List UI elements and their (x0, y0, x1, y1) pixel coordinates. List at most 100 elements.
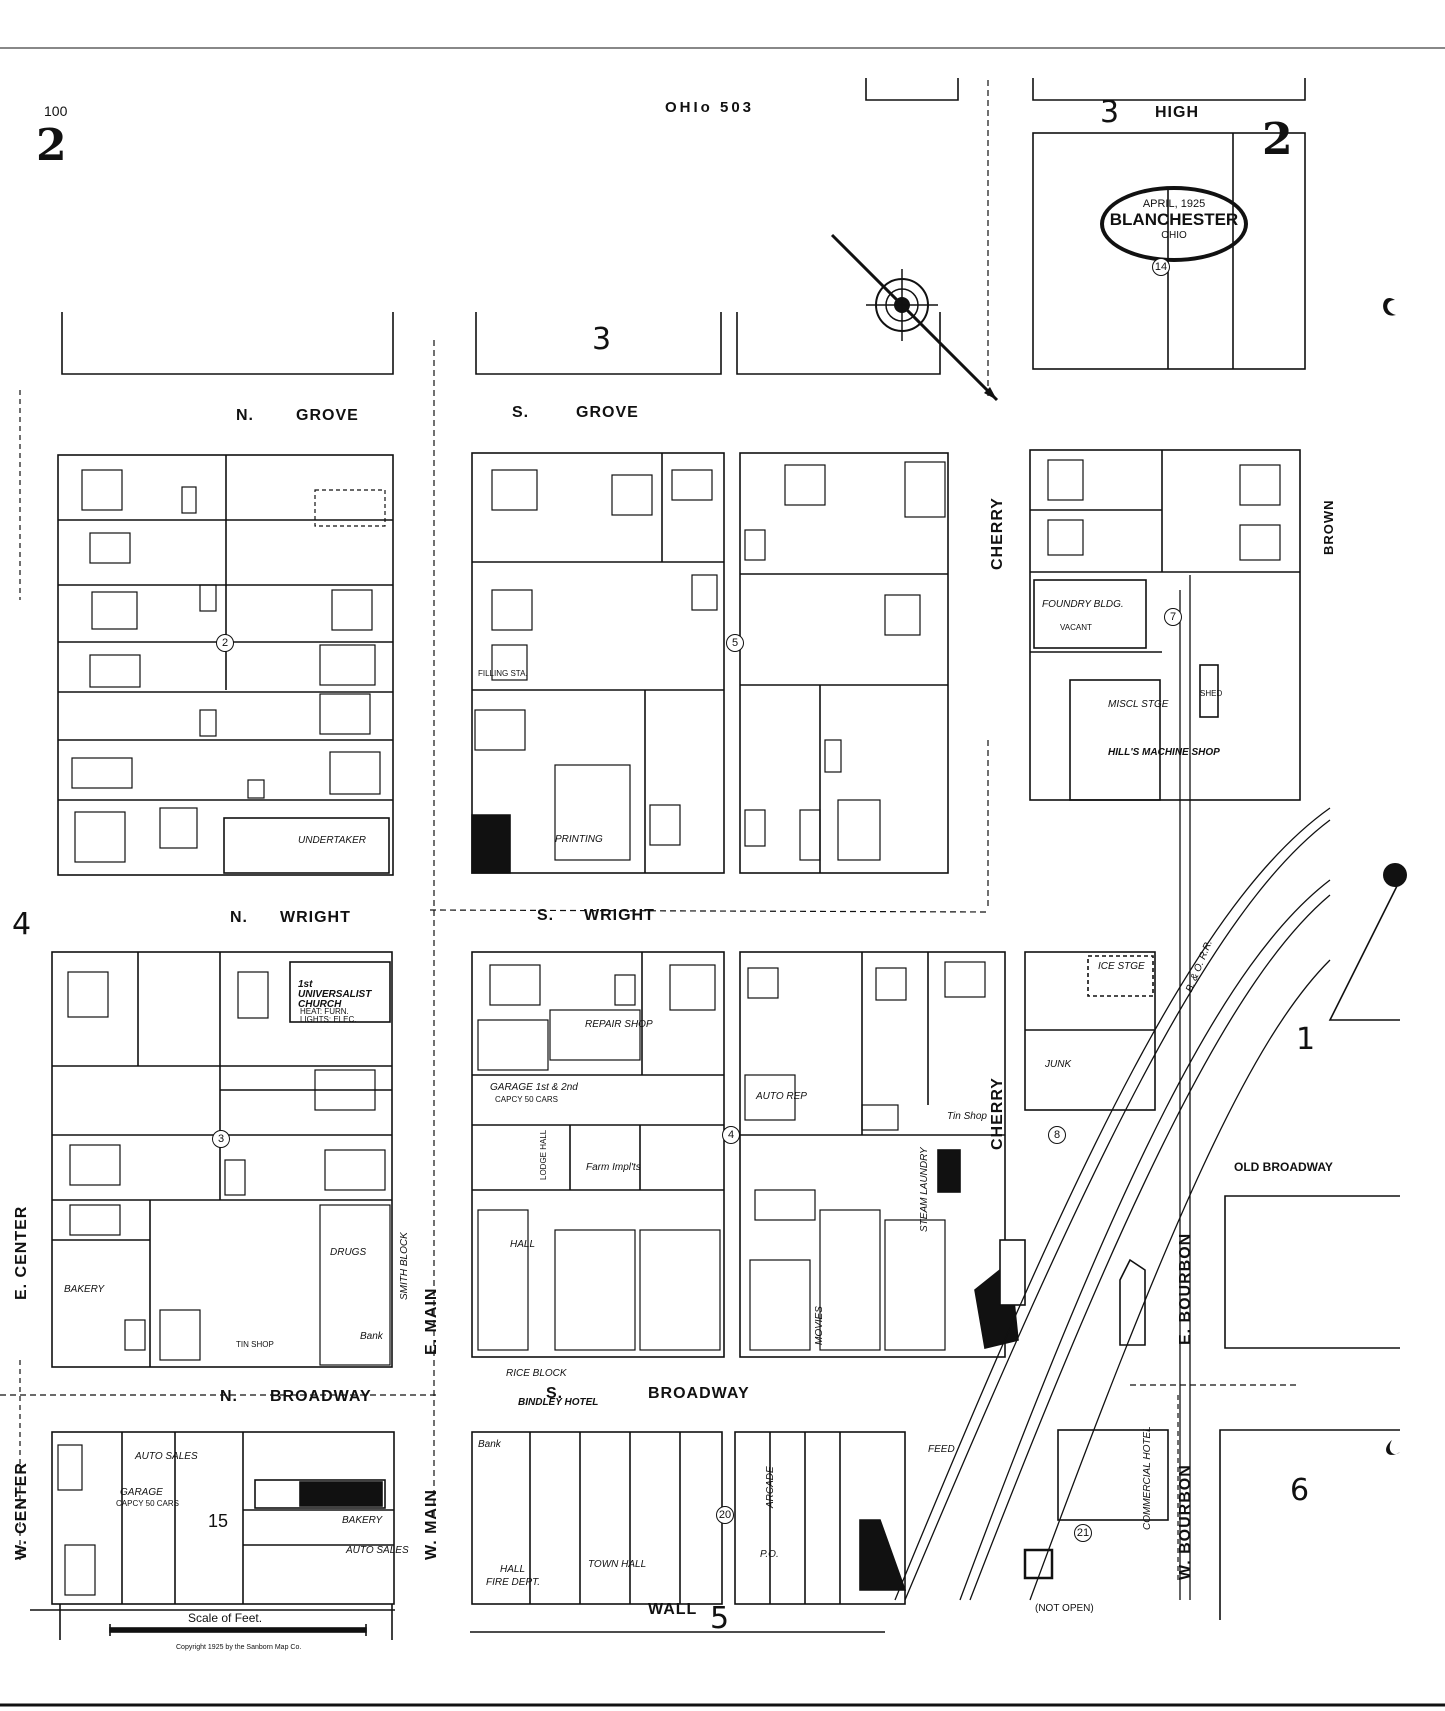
block-lower-center (734, 1431, 906, 1605)
hall-label: HALL (510, 1239, 536, 1250)
street-cherry-bottom: CHERRY (989, 1077, 1006, 1150)
auto-repair-label: AUTO REP (756, 1091, 807, 1102)
auto-sales-2-label: AUTO SALES (346, 1545, 409, 1556)
foundry-label: FOUNDRY BLDG. (1042, 599, 1124, 610)
block-number-5: 5 (710, 1601, 730, 1636)
movies-label: MOVIES (814, 1306, 825, 1345)
block-number-6: 6 (1290, 1473, 1310, 1508)
garage-2-label: GARAGE (120, 1487, 163, 1498)
bakery-2-label: BAKERY (342, 1515, 383, 1526)
street-e-center: E. CENTER (13, 1205, 30, 1300)
bakery-label: BAKERY (64, 1284, 105, 1295)
block-7 (1029, 449, 1301, 801)
street-not-open: (NOT OPEN) (1035, 1603, 1094, 1614)
copyright-note: Copyright 1925 by the Sanborn Map Co. (176, 1644, 302, 1651)
ice-storage-label: ICE STGE (1098, 961, 1145, 972)
street-n-broadway: BROADWAY (270, 1388, 372, 1405)
block-3-high (1032, 132, 1306, 370)
key-circle-7: 7 (1164, 608, 1182, 626)
street-n-grove: GROVE (296, 407, 359, 424)
steam-laundry-label: STEAM LAUNDRY (919, 1147, 930, 1232)
street-e-bourbon: E. BOURBON (1177, 1232, 1194, 1345)
key-circle-14: 14 (1152, 258, 1170, 276)
key-circle-5: 5 (726, 634, 744, 652)
key-circle-8: 8 (1048, 1126, 1066, 1144)
undertaker-label: UNDERTAKER (298, 835, 366, 846)
church-label: 1st UNIVERSALIST CHURCH (298, 979, 372, 1010)
block-15 (51, 1431, 395, 1605)
scale-bar (109, 1624, 367, 1636)
block-3-top (475, 312, 722, 375)
rice-block-label: RICE BLOCK (506, 1368, 567, 1379)
street-brown: BROWN (1321, 499, 1336, 555)
filling-station-label: FILLING STA. (478, 669, 528, 678)
block-number-15: 15 (208, 1511, 229, 1531)
feed-label: FEED (928, 1444, 955, 1455)
sheet-number-left: 2 (36, 120, 67, 171)
block-top-left (61, 312, 394, 375)
printing-label: PRINTING (555, 834, 603, 845)
drugs-label: DRUGS (330, 1247, 367, 1258)
auto-sales-label: AUTO SALES (135, 1451, 198, 1462)
street-n-wright-prefix: N. (230, 909, 248, 926)
fire-dept-label: FIRE DEPT. (486, 1577, 541, 1588)
sheet-number-right: 2 (1262, 114, 1293, 165)
block-number-3-top: 3 (592, 322, 612, 357)
block-5 (471, 452, 725, 874)
street-s-broadway-prefix: S. (546, 1385, 564, 1402)
junk-label: JUNK (1045, 1059, 1072, 1070)
street-n-broadway-prefix: N. (220, 1388, 238, 1405)
key-circle-4: 4 (722, 1126, 740, 1144)
street-s-broadway: BROADWAY (648, 1385, 750, 1402)
hall-2-label: HALL (500, 1564, 526, 1575)
bindley-hotel-label: BINDLEY HOTEL (518, 1397, 599, 1408)
bank-2-label: Bank (478, 1439, 501, 1450)
key-circle-2: 2 (216, 634, 234, 652)
commercial-hotel-label: COMMERCIAL HOTEL (1142, 1426, 1153, 1530)
street-s-wright-prefix: S. (537, 907, 555, 924)
repair-shop-label: REPAIR SHOP (585, 1019, 653, 1030)
street-high: HIGH (1155, 104, 1199, 121)
street-s-grove: GROVE (576, 404, 639, 421)
block-number-4: 4 (12, 907, 32, 942)
stamp-state: OHIO (1161, 230, 1187, 241)
stamp-date: APRIL, 1925 (1142, 198, 1206, 210)
street-w-center: W. CENTER (13, 1462, 30, 1560)
oval-date-stamp: APRIL, 1925 BLANCHESTER OHIO (1100, 186, 1248, 262)
street-w-bourbon: W. BOURBON (1177, 1464, 1194, 1580)
shed-label: SHED (1200, 689, 1223, 698)
farm-implements-label: Farm Impl'ts (586, 1162, 641, 1173)
block-corner-top-mid (865, 78, 959, 101)
street-e-main: E. MAIN (423, 1287, 440, 1355)
key-circle-21: 21 (1074, 1524, 1092, 1542)
block-4 (471, 951, 725, 1358)
block-middle-upper-right (739, 452, 949, 874)
street-s-wright: WRIGHT (584, 907, 655, 924)
key-circle-3: 3 (212, 1130, 230, 1148)
street-w-main: W. MAIN (423, 1489, 440, 1560)
post-office-label: P.O. (760, 1549, 779, 1560)
garage-1-label: GARAGE 1st & 2nd (490, 1082, 578, 1093)
garage-1-capacity: CAPCY 50 CARS (495, 1095, 558, 1104)
hills-machine-shop-label: HILL'S MACHINE SHOP (1108, 747, 1220, 758)
block-middle-lower-right (739, 951, 1006, 1358)
garage-2-capacity: CAPCY 50 CARS (116, 1499, 179, 1508)
block-number-1: 1 (1296, 1022, 1316, 1057)
header-code: OHIo 503 (665, 99, 755, 116)
block-21 (1057, 1429, 1169, 1521)
street-cherry-top: CHERRY (989, 497, 1006, 570)
high-street-block-top (1032, 78, 1306, 101)
block-number-3-high: 3 (1100, 95, 1120, 130)
street-old-broadway: OLD BROADWAY (1234, 1160, 1333, 1174)
smith-block-label: SMITH BLOCK (399, 1232, 410, 1300)
block-8 (1024, 951, 1156, 1111)
railroad-tracks (894, 575, 1331, 1601)
margin-marks (1383, 297, 1407, 1455)
street-n-wright: WRIGHT (280, 909, 351, 926)
stamp-town: BLANCHESTER (1109, 210, 1239, 229)
street-wall: WALL (648, 1601, 698, 1618)
key-circle-20: 20 (716, 1506, 734, 1524)
street-n-grove-prefix: N. (236, 407, 254, 424)
